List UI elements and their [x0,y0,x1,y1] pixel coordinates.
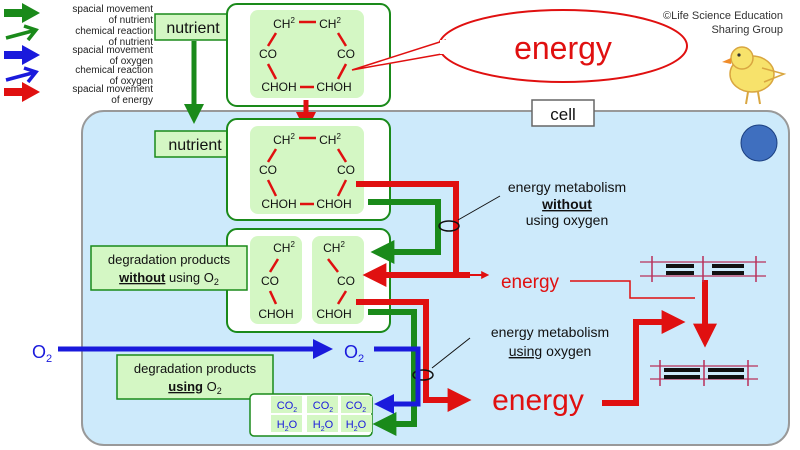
green-arrow-icon [4,3,40,23]
svg-text:CH2: CH2 [323,240,345,255]
svg-text:CO2: CO2 [313,400,334,414]
legend-text: of energy [111,95,153,106]
legend-item-nutrient-movement: spacial movement of nutrient [4,3,153,26]
blue-arrow-icon [4,45,40,65]
svg-text:CO: CO [337,163,355,177]
legend-text: of oxygen [110,56,153,67]
legend-text: of nutrient [109,15,154,26]
blue-chevron-arrow-icon [5,66,39,84]
legend-text: of oxygen [110,76,153,87]
svg-text:CO: CO [259,47,277,61]
svg-text:energy metabolism: energy metabolism [491,324,609,340]
legend-text: spacial movement [72,45,153,56]
svg-text:CH2: CH2 [273,16,295,31]
svg-text:cell: cell [550,105,576,124]
green-chevron-arrow-icon [5,24,39,42]
svg-text:CO: CO [261,274,279,288]
legend-item-nutrient-reaction: chemical reaction of nutrient [5,24,154,48]
energy-to-muscle-path [602,310,686,406]
nutrient-label-outside: nutrient [154,13,232,41]
svg-text:CHOH: CHOH [261,80,296,94]
oxygen-label-outside: O2 [32,342,52,365]
energy-label-large: energy [492,384,584,417]
legend-text: chemical reaction [75,65,153,76]
glycolysis-product-path [368,199,441,264]
oxygen-to-products-arrow [374,346,421,414]
svg-text:CHOH: CHOH [316,80,351,94]
legend-text: chemical reaction [75,26,153,37]
legend-text: spacial movement [72,84,153,95]
svg-text:H2O: H2O [277,419,298,433]
anaerobic-annotation-ring [438,220,460,232]
svg-text:using O2: using O2 [168,379,221,396]
credit-line2: Sharing Group [711,24,783,36]
degradation-products-without-o2: degradation products without using O2 [90,245,248,291]
svg-text:CO: CO [259,163,277,177]
svg-text:energy: energy [514,30,612,66]
svg-text:CH2: CH2 [319,16,341,31]
svg-text:nutrient: nutrient [166,20,220,37]
svg-text:CHOH: CHOH [258,307,293,321]
sarcomere-contracted-icon [650,360,758,386]
legend-item-energy-movement: spacial movement of energy [4,82,153,106]
chick-mascot-icon [722,46,787,105]
degradation-products-using-o2: degradation products using O2 [116,354,274,400]
svg-text:H2O: H2O [346,419,367,433]
aerobic-product-path [368,309,417,436]
energy-thin-connector [570,280,695,299]
legend-item-oxygen-reaction: chemical reaction of oxygen [5,65,153,87]
glucose-molecule-cell: CH2 CH2 CO CO CHOH CHOH [250,126,364,214]
cell-label: cell [531,99,595,127]
final-products-box: CO2 CO2 CO2 H2O H2O H2O [249,393,373,437]
sarcomere-relaxed-icon [640,256,766,282]
svg-text:CO2: CO2 [277,400,298,414]
svg-text:CO: CO [337,47,355,61]
svg-text:CH2: CH2 [319,132,341,147]
svg-text:CHOH: CHOH [316,197,351,211]
nucleus-icon [740,124,778,162]
legend-item-oxygen-movement: spacial movement of oxygen [4,45,153,67]
energy-bubble: energy [351,9,688,83]
glucose-molecule-top: CH2 CH2 CO CO CHOH CHOH [250,10,364,98]
aerobic-annotation-ring [412,369,434,381]
legend-text: of nutrient [109,37,154,48]
svg-text:degradation products: degradation products [134,361,257,376]
oxygen-label-inside: O2 [344,342,364,365]
credit-line1: ©Life Science Education [663,10,783,22]
svg-text:degradation products: degradation products [108,252,231,267]
svg-text:without using O2: without using O2 [118,270,219,287]
svg-text:CH2: CH2 [273,240,295,255]
svg-text:CO: CO [337,274,355,288]
aerobic-energy-path [356,299,472,412]
nutrient-label-inside: nutrient [154,130,236,158]
svg-text:without: without [541,196,592,212]
svg-text:CO2: CO2 [346,400,367,414]
svg-text:using oxygen: using oxygen [526,212,609,228]
svg-text:CH2: CH2 [273,132,295,147]
pyruvate-molecules: CH2 CH2 CO CO CHOH CHOH [250,236,364,324]
svg-text:energy metabolism: energy metabolism [508,179,626,195]
svg-text:CHOH: CHOH [261,197,296,211]
legend-text: spacial movement [72,4,153,15]
label-metabolism-without-oxygen: energy metabolism without using oxygen [508,179,626,228]
svg-text:H2O: H2O [313,419,334,433]
svg-text:CHOH: CHOH [316,307,351,321]
red-arrow-icon [4,82,40,102]
energy-label-small: energy [501,272,560,293]
legend: spacial movement of nutrient chemical re… [4,3,153,106]
svg-text:nutrient: nutrient [168,137,222,154]
